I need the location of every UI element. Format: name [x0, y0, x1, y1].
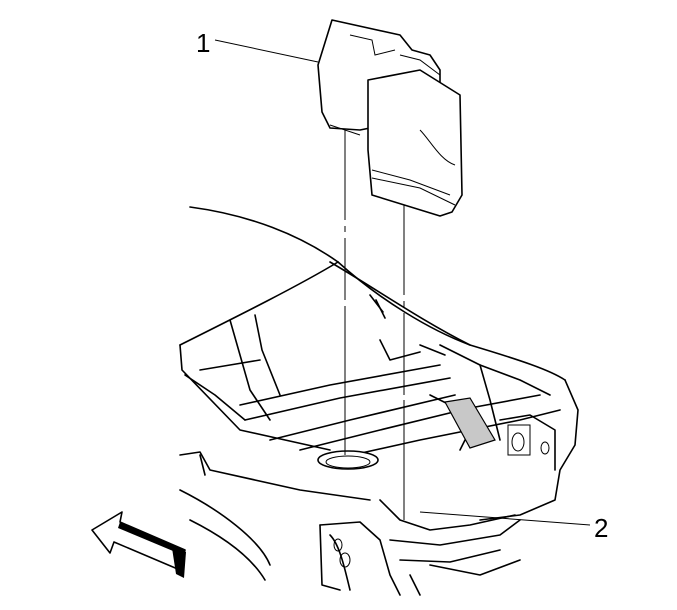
- leader-line-1: [214, 39, 319, 63]
- vehicle-rear-compartment-icon: [179, 206, 579, 596]
- installation-guide-lines: [344, 130, 405, 520]
- leader-line-2: [419, 511, 591, 526]
- callout-number-1: 1: [196, 28, 211, 58]
- callout-number-2: 2: [594, 513, 609, 543]
- front-direction-arrow-icon: [91, 511, 186, 578]
- panel-cover-icon: [317, 19, 463, 217]
